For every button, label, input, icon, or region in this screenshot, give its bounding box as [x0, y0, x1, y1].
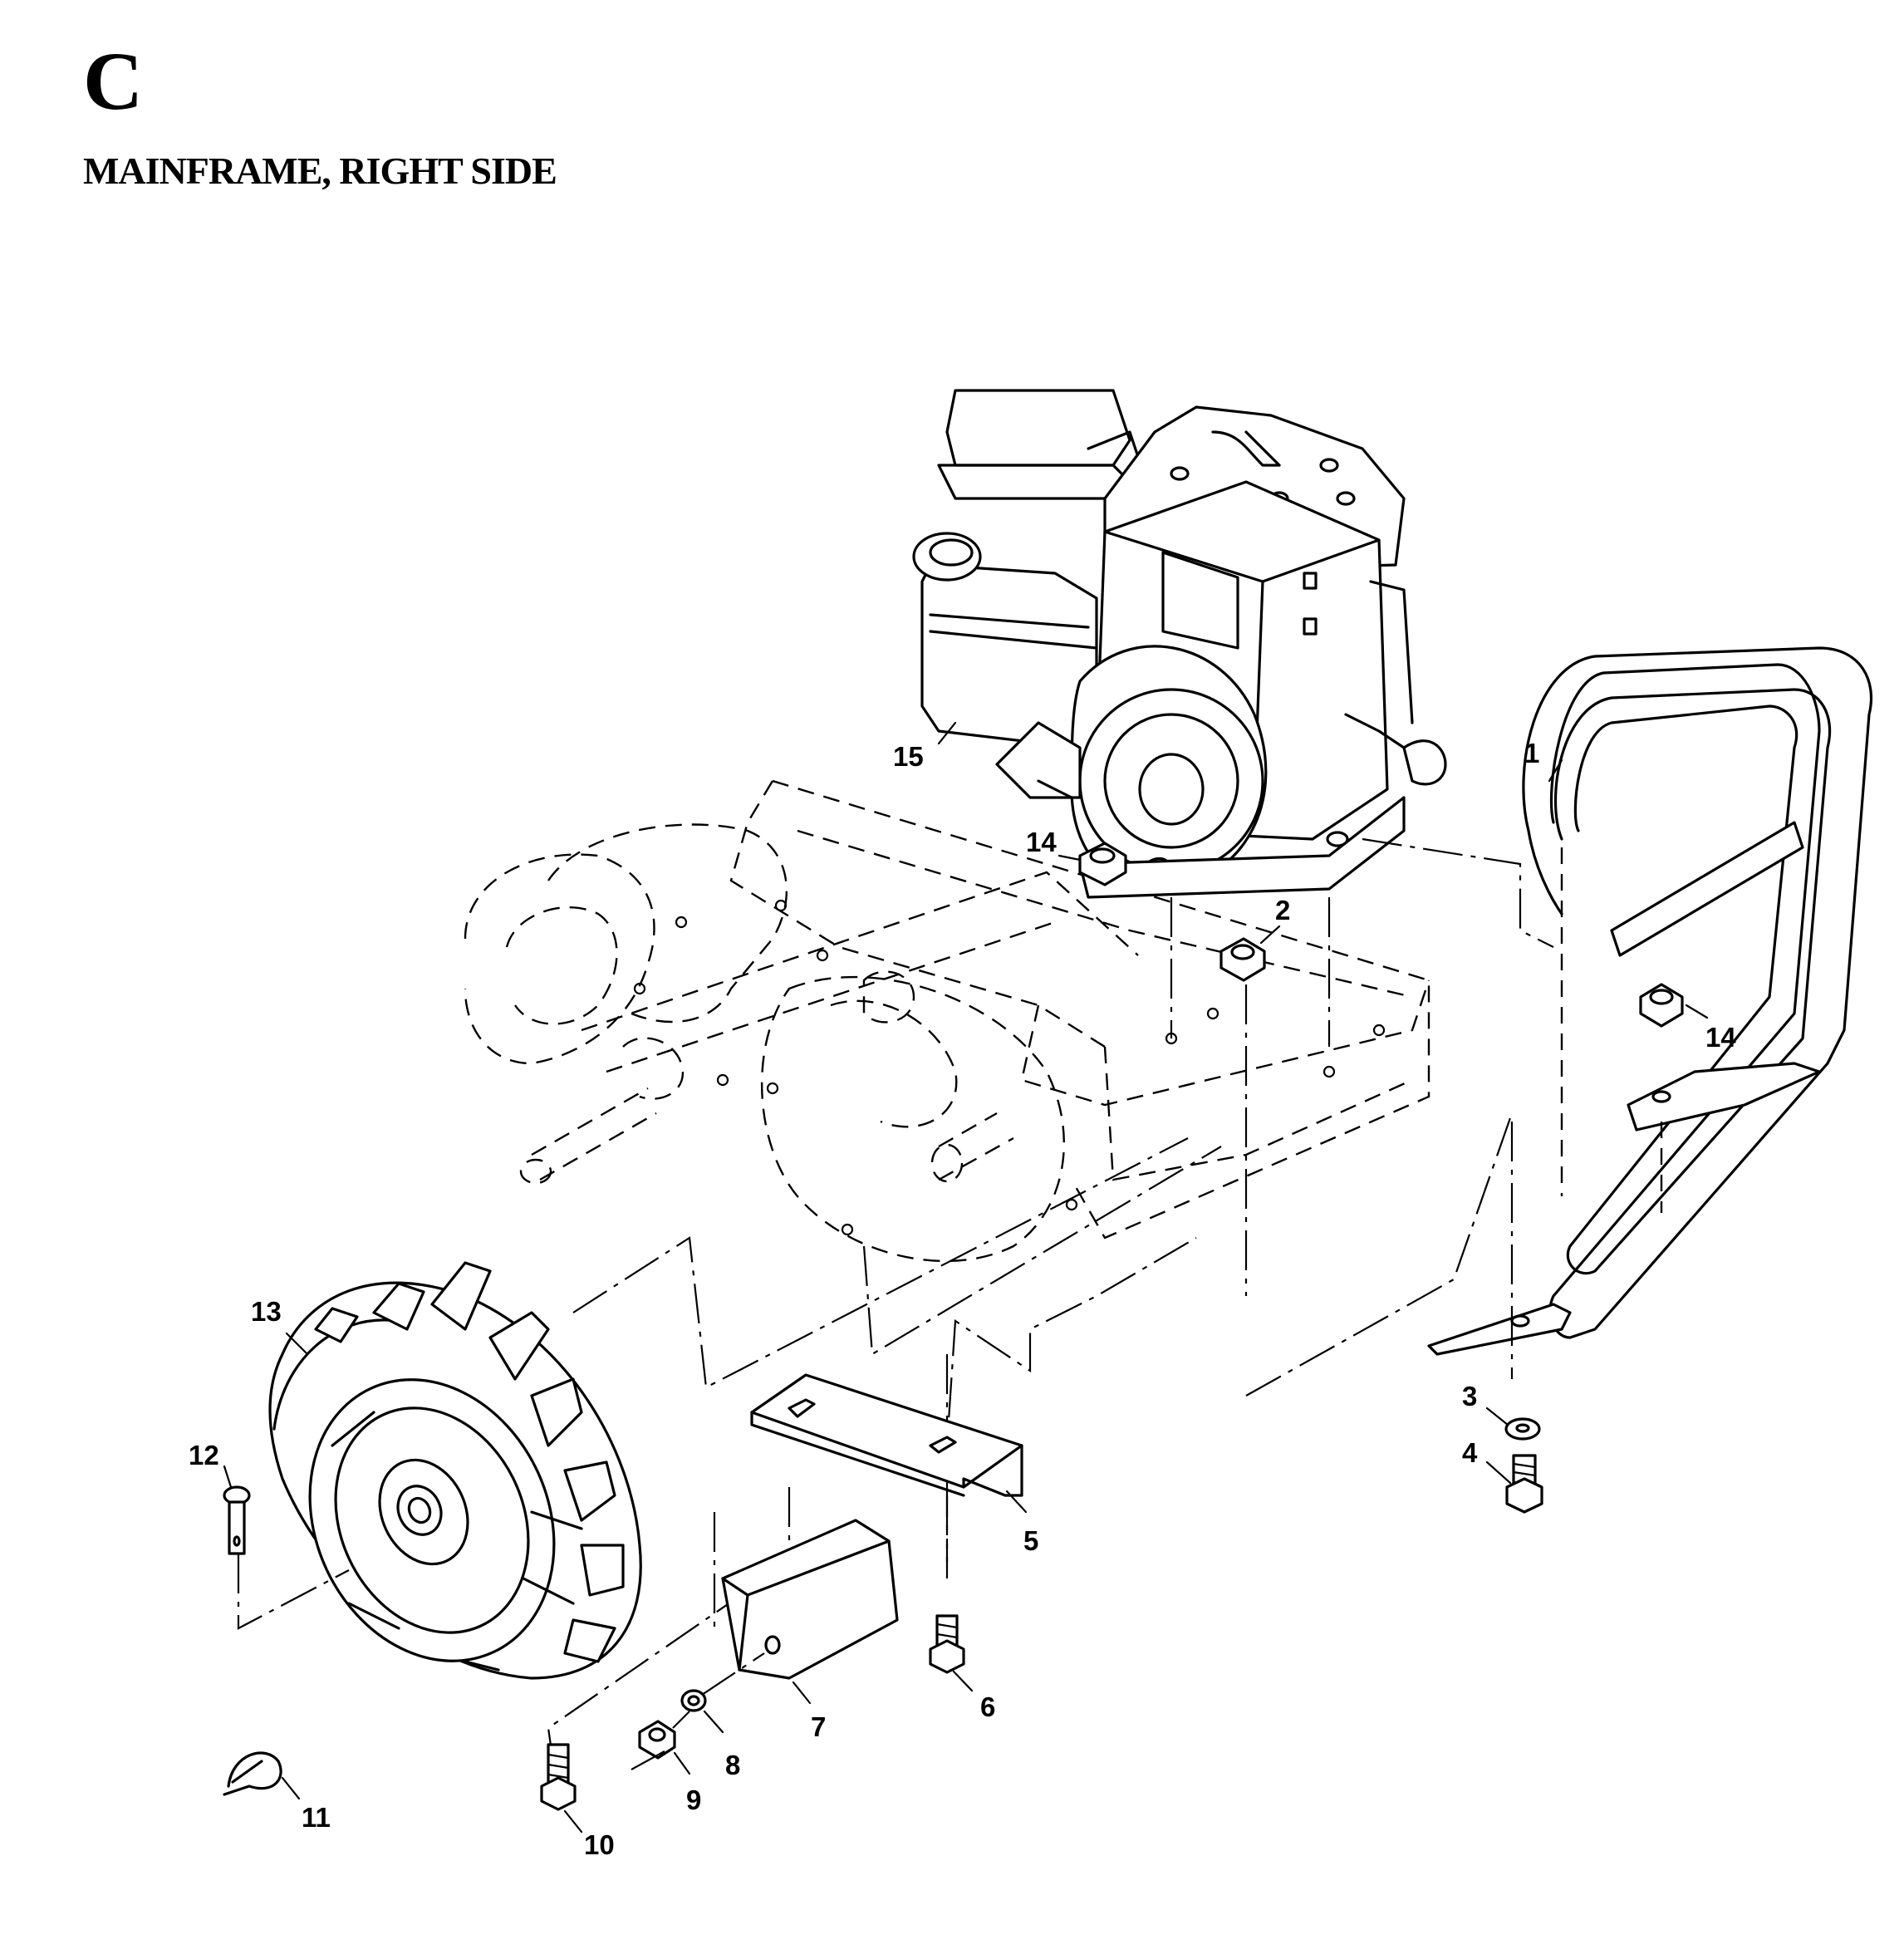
- callout-9: 9: [686, 1785, 701, 1815]
- callout-10: 10: [584, 1829, 615, 1860]
- small-hardware: [223, 1485, 965, 1811]
- callout-12: 12: [189, 1440, 219, 1470]
- callout-4: 4: [1462, 1437, 1478, 1468]
- section-title: MAINFRAME, RIGHT SIDE: [83, 150, 557, 192]
- callout-numbers: 1 2 3 4 5 6 7 8 9 10 11 12 13 14 14 15: [189, 738, 1736, 1860]
- callout-leaders: [223, 721, 1709, 1834]
- wheel-weight: [721, 1519, 899, 1680]
- callout-6: 6: [980, 1691, 995, 1722]
- callout-2: 2: [1275, 895, 1290, 925]
- callout-14-guard: 14: [1705, 1022, 1736, 1053]
- callout-3: 3: [1462, 1381, 1477, 1411]
- callout-7: 7: [811, 1711, 826, 1742]
- rear-guard-bracket: [1427, 646, 1873, 1514]
- wheel-and-tire: [268, 1261, 642, 1680]
- engine-assembly: [912, 389, 1447, 899]
- section-letter: C: [83, 35, 144, 127]
- engine-mount-hardware: [1078, 842, 1331, 1296]
- callout-15: 15: [893, 741, 924, 772]
- callout-13: 13: [251, 1296, 282, 1327]
- weight-bracket: [750, 1373, 1023, 1562]
- callout-1: 1: [1524, 738, 1539, 768]
- callout-14-engine: 14: [1026, 827, 1057, 857]
- callout-8: 8: [725, 1750, 740, 1780]
- assembly-leader-lines: [547, 837, 1554, 1787]
- callout-11: 11: [302, 1802, 331, 1833]
- callout-5: 5: [1023, 1525, 1038, 1556]
- phantom-tiller-frame: [464, 779, 1430, 1262]
